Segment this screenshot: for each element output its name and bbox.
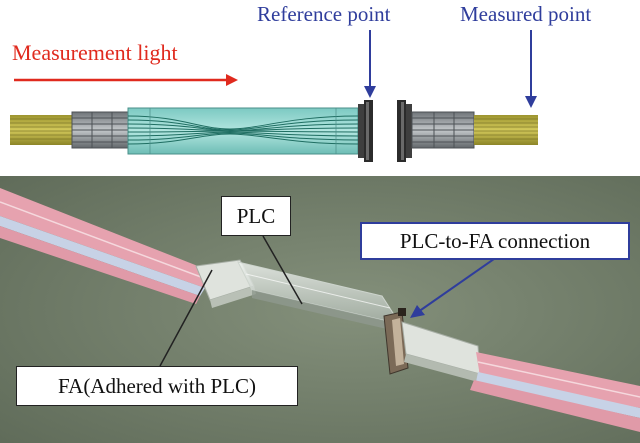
fa-leader-line xyxy=(159,269,213,367)
device-photo: PLC PLC-to-FA connection FA(Adhered with… xyxy=(0,176,640,443)
schematic-panel: Measurement light Reference point Measur… xyxy=(0,0,640,176)
measurement-light-label: Measurement light xyxy=(12,40,178,65)
plc-callout: PLC xyxy=(221,196,291,236)
measured-flange xyxy=(397,100,412,162)
plc-chip xyxy=(127,107,359,155)
reference-flange xyxy=(358,100,373,162)
left-fiber-bundle xyxy=(10,115,72,145)
measured-point-label: Measured point xyxy=(460,2,592,26)
plc-leader-line xyxy=(262,235,303,305)
connection-callout: PLC-to-FA connection xyxy=(360,222,630,260)
measured-point-arrow xyxy=(525,30,537,108)
right-fiber-array xyxy=(411,111,475,149)
right-fiber-bundle xyxy=(474,115,538,145)
connection-flange xyxy=(383,308,409,375)
right-fiber-ribbon xyxy=(470,352,640,432)
reference-point-arrow xyxy=(364,30,376,98)
reference-point-label: Reference point xyxy=(257,2,391,26)
measurement-light-arrow xyxy=(14,74,238,86)
fa-callout: FA(Adhered with PLC) xyxy=(16,366,298,406)
connection-arrow xyxy=(410,251,505,318)
schematic-drawing xyxy=(10,30,538,162)
left-fiber-array xyxy=(71,111,131,149)
left-fiber-ribbon xyxy=(0,188,213,304)
